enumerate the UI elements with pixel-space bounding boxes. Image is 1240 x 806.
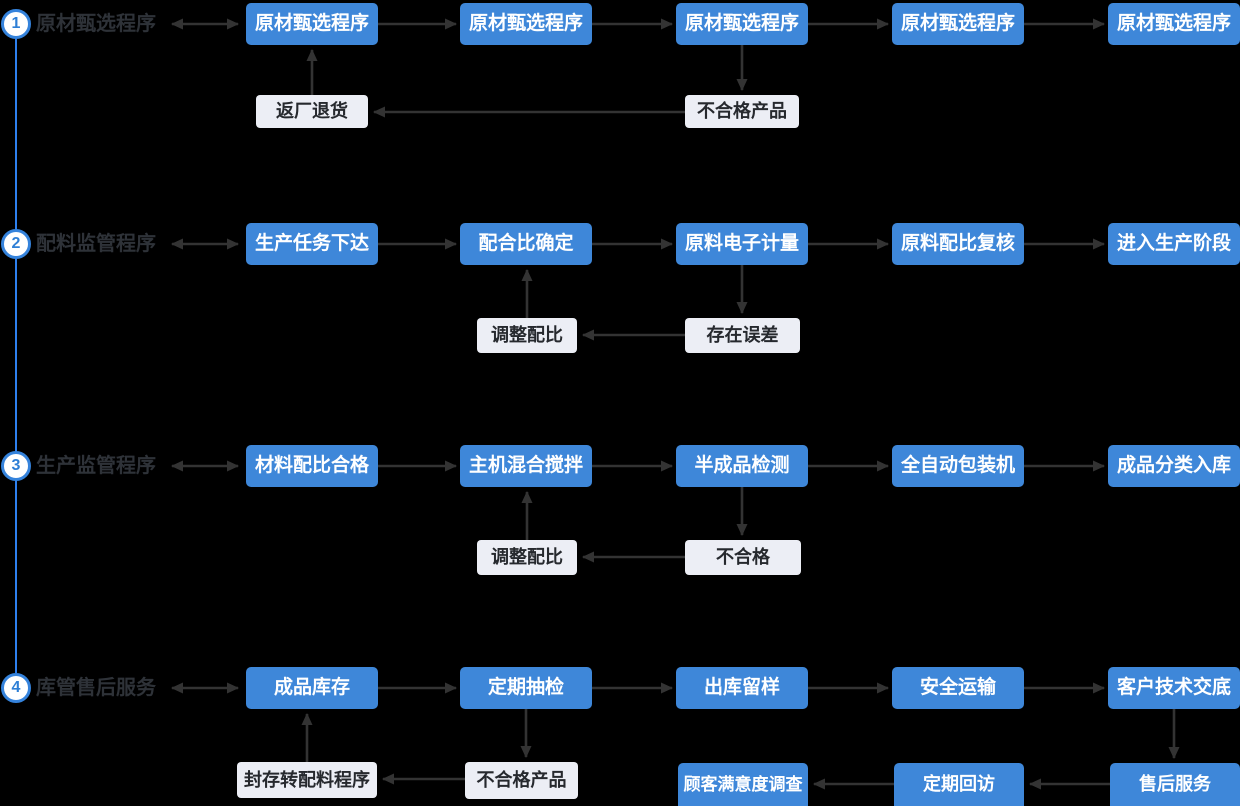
reject-box: 不合格: [685, 540, 801, 575]
aftersales-box: 顾客满意度调查: [678, 763, 808, 806]
row-label: 配料监管程序: [36, 233, 156, 255]
return-box: 封存转配料程序: [237, 762, 377, 798]
row-number-badge: 1: [1, 9, 31, 39]
step-box: 成品分类入库: [1108, 445, 1240, 487]
step-box: 定期抽检: [460, 667, 592, 709]
reject-box: 存在误差: [685, 318, 800, 353]
step-box: 生产任务下达: [246, 223, 378, 265]
arrow-group: [171, 18, 1180, 790]
row-label: 生产监管程序: [36, 455, 156, 477]
step-box: 全自动包装机: [892, 445, 1024, 487]
aftersales-box: 定期回访: [894, 763, 1024, 806]
row-number-badge: 4: [1, 673, 31, 703]
step-box: 出库留样: [676, 667, 808, 709]
step-box: 配合比确定: [460, 223, 592, 265]
step-box: 成品库存: [246, 667, 378, 709]
step-box: 进入生产阶段: [1108, 223, 1240, 265]
row-label: 库管售后服务: [36, 677, 156, 699]
step-box: 原材甄选程序: [460, 3, 592, 45]
return-box: 调整配比: [477, 540, 577, 575]
step-box: 主机混合搅拌: [460, 445, 592, 487]
step-box: 原料电子计量: [676, 223, 808, 265]
step-box: 原材甄选程序: [1108, 3, 1240, 45]
step-box: 半成品检测: [676, 445, 808, 487]
step-box: 原材甄选程序: [246, 3, 378, 45]
step-box: 材料配比合格: [246, 445, 378, 487]
step-box: 原材甄选程序: [892, 3, 1024, 45]
return-box: 返厂退货: [256, 95, 368, 128]
reject-box: 不合格产品: [685, 95, 799, 128]
row-label: 原材甄选程序: [36, 13, 156, 35]
return-box: 调整配比: [477, 318, 577, 353]
aftersales-box: 售后服务: [1110, 763, 1240, 806]
step-box: 客户技术交底: [1108, 667, 1240, 709]
row-number-badge: 3: [1, 451, 31, 481]
row-number-badge: 2: [1, 229, 31, 259]
step-box: 原料配比复核: [892, 223, 1024, 265]
step-box: 安全运输: [892, 667, 1024, 709]
reject-box: 不合格产品: [465, 762, 578, 799]
step-box: 原材甄选程序: [676, 3, 808, 45]
